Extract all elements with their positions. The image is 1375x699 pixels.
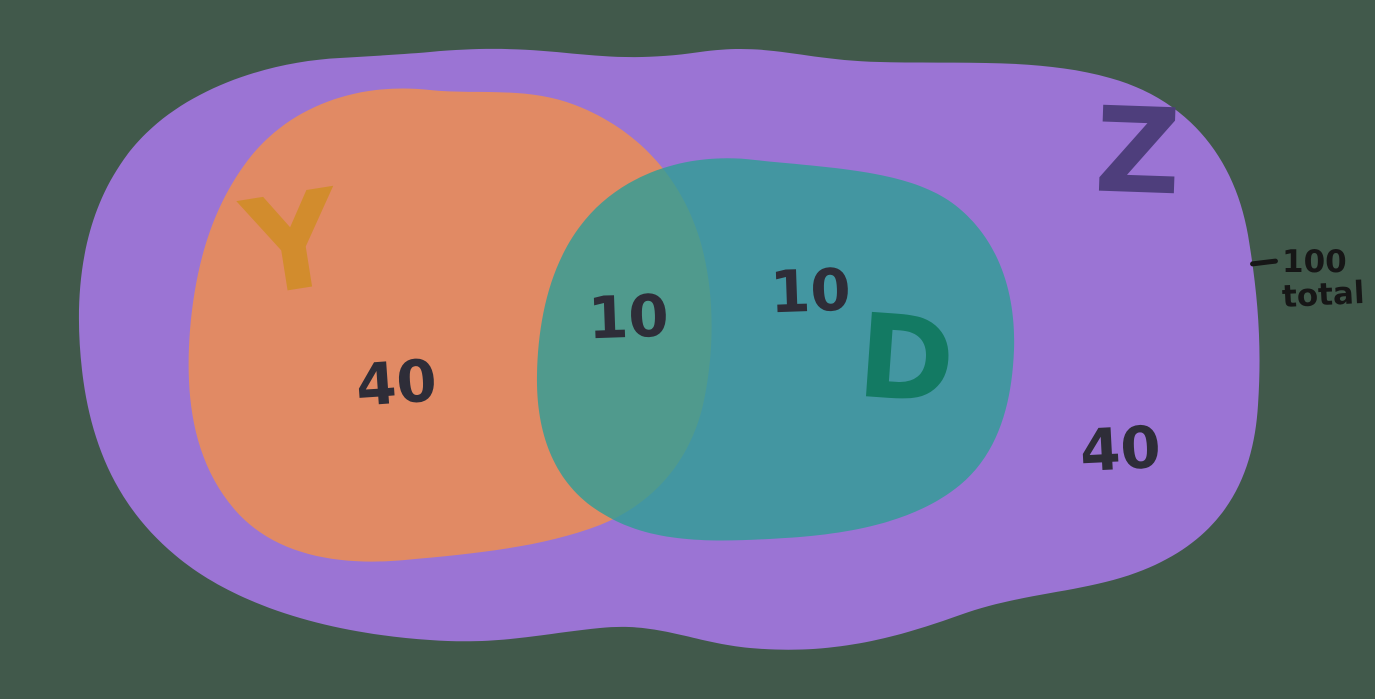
outer-only-value: 40 [1078, 412, 1163, 486]
total-annotation-label: total [1281, 274, 1366, 315]
total-annotation: 100 total [1249, 244, 1366, 315]
right-only-value: 10 [768, 255, 852, 327]
right-set-blob [536, 158, 1015, 541]
pointer-dash-icon [1249, 258, 1279, 267]
intersection-value: 10 [586, 281, 670, 353]
outer-set-label: Z [1092, 80, 1183, 222]
left-only-value: 40 [353, 346, 439, 420]
right-set-label: D [853, 288, 959, 431]
left-set-label: Y [233, 160, 353, 328]
total-annotation-value: 100 [1282, 244, 1347, 280]
